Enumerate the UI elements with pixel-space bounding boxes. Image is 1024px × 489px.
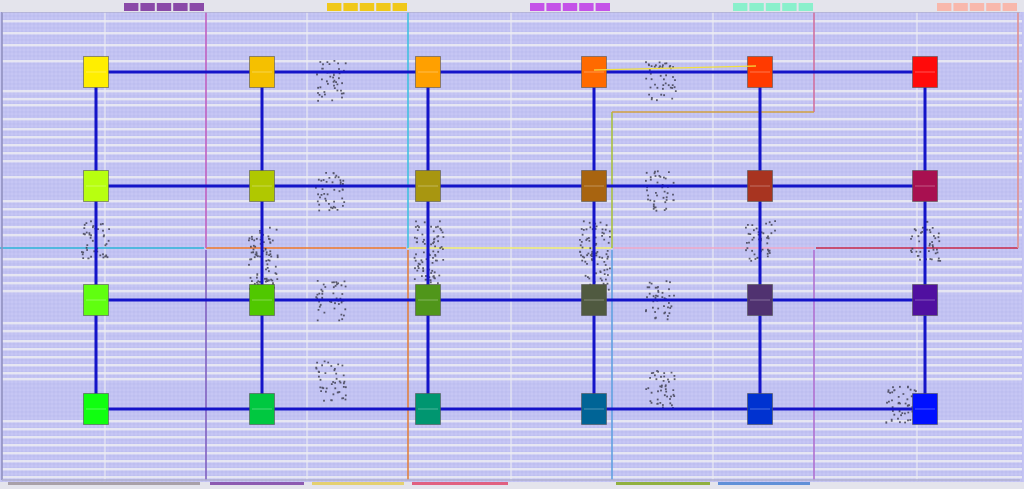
top-bar-segment bbox=[343, 3, 358, 11]
top-bar-segment bbox=[546, 3, 561, 11]
top-bar-segment bbox=[937, 3, 952, 11]
top-bar-segment bbox=[986, 3, 1001, 11]
bottom-bar bbox=[210, 482, 304, 485]
top-bar-segment bbox=[359, 3, 375, 11]
channel-vertical bbox=[510, 12, 512, 481]
bottom-bar bbox=[616, 482, 710, 485]
top-bar-segment bbox=[140, 3, 155, 11]
channel-vertical bbox=[712, 12, 714, 481]
top-bar-segment bbox=[595, 3, 610, 11]
top-bar-segment bbox=[579, 3, 594, 11]
top-bar-segment bbox=[749, 3, 764, 11]
top-bar-segment bbox=[969, 3, 985, 11]
top-bar-segment bbox=[798, 3, 813, 11]
bottom-bar bbox=[312, 482, 404, 485]
channel-vertical bbox=[306, 12, 308, 481]
channel-vertical bbox=[916, 12, 918, 481]
top-bar-segment bbox=[562, 3, 578, 11]
bottom-bars bbox=[0, 482, 1024, 489]
top-bar-segment bbox=[173, 3, 188, 11]
top-bar-segment bbox=[953, 3, 968, 11]
top-bar-segment bbox=[327, 3, 342, 11]
top-bar-segment bbox=[1002, 3, 1017, 11]
bottom-strip bbox=[0, 482, 1024, 489]
bottom-bar bbox=[8, 482, 200, 485]
bottom-bar bbox=[718, 482, 810, 485]
highlight-wire bbox=[593, 65, 757, 71]
top-bar-segment bbox=[782, 3, 797, 11]
router-nodes bbox=[83, 56, 938, 425]
routing-channels bbox=[2, 12, 1022, 481]
bottom-bar bbox=[412, 482, 508, 485]
top-bar-segment bbox=[124, 3, 139, 11]
top-bar-segment bbox=[189, 3, 204, 11]
channel-vertical bbox=[104, 12, 106, 481]
links bbox=[94, 70, 927, 411]
top-bar-segment bbox=[530, 3, 545, 11]
top-bar-segment bbox=[765, 3, 781, 11]
top-bar-segment bbox=[392, 3, 407, 11]
top-bar-segment bbox=[733, 3, 748, 11]
top-bar-segment bbox=[156, 3, 172, 11]
top-bars bbox=[0, 0, 1024, 12]
top-bar-segment bbox=[376, 3, 391, 11]
